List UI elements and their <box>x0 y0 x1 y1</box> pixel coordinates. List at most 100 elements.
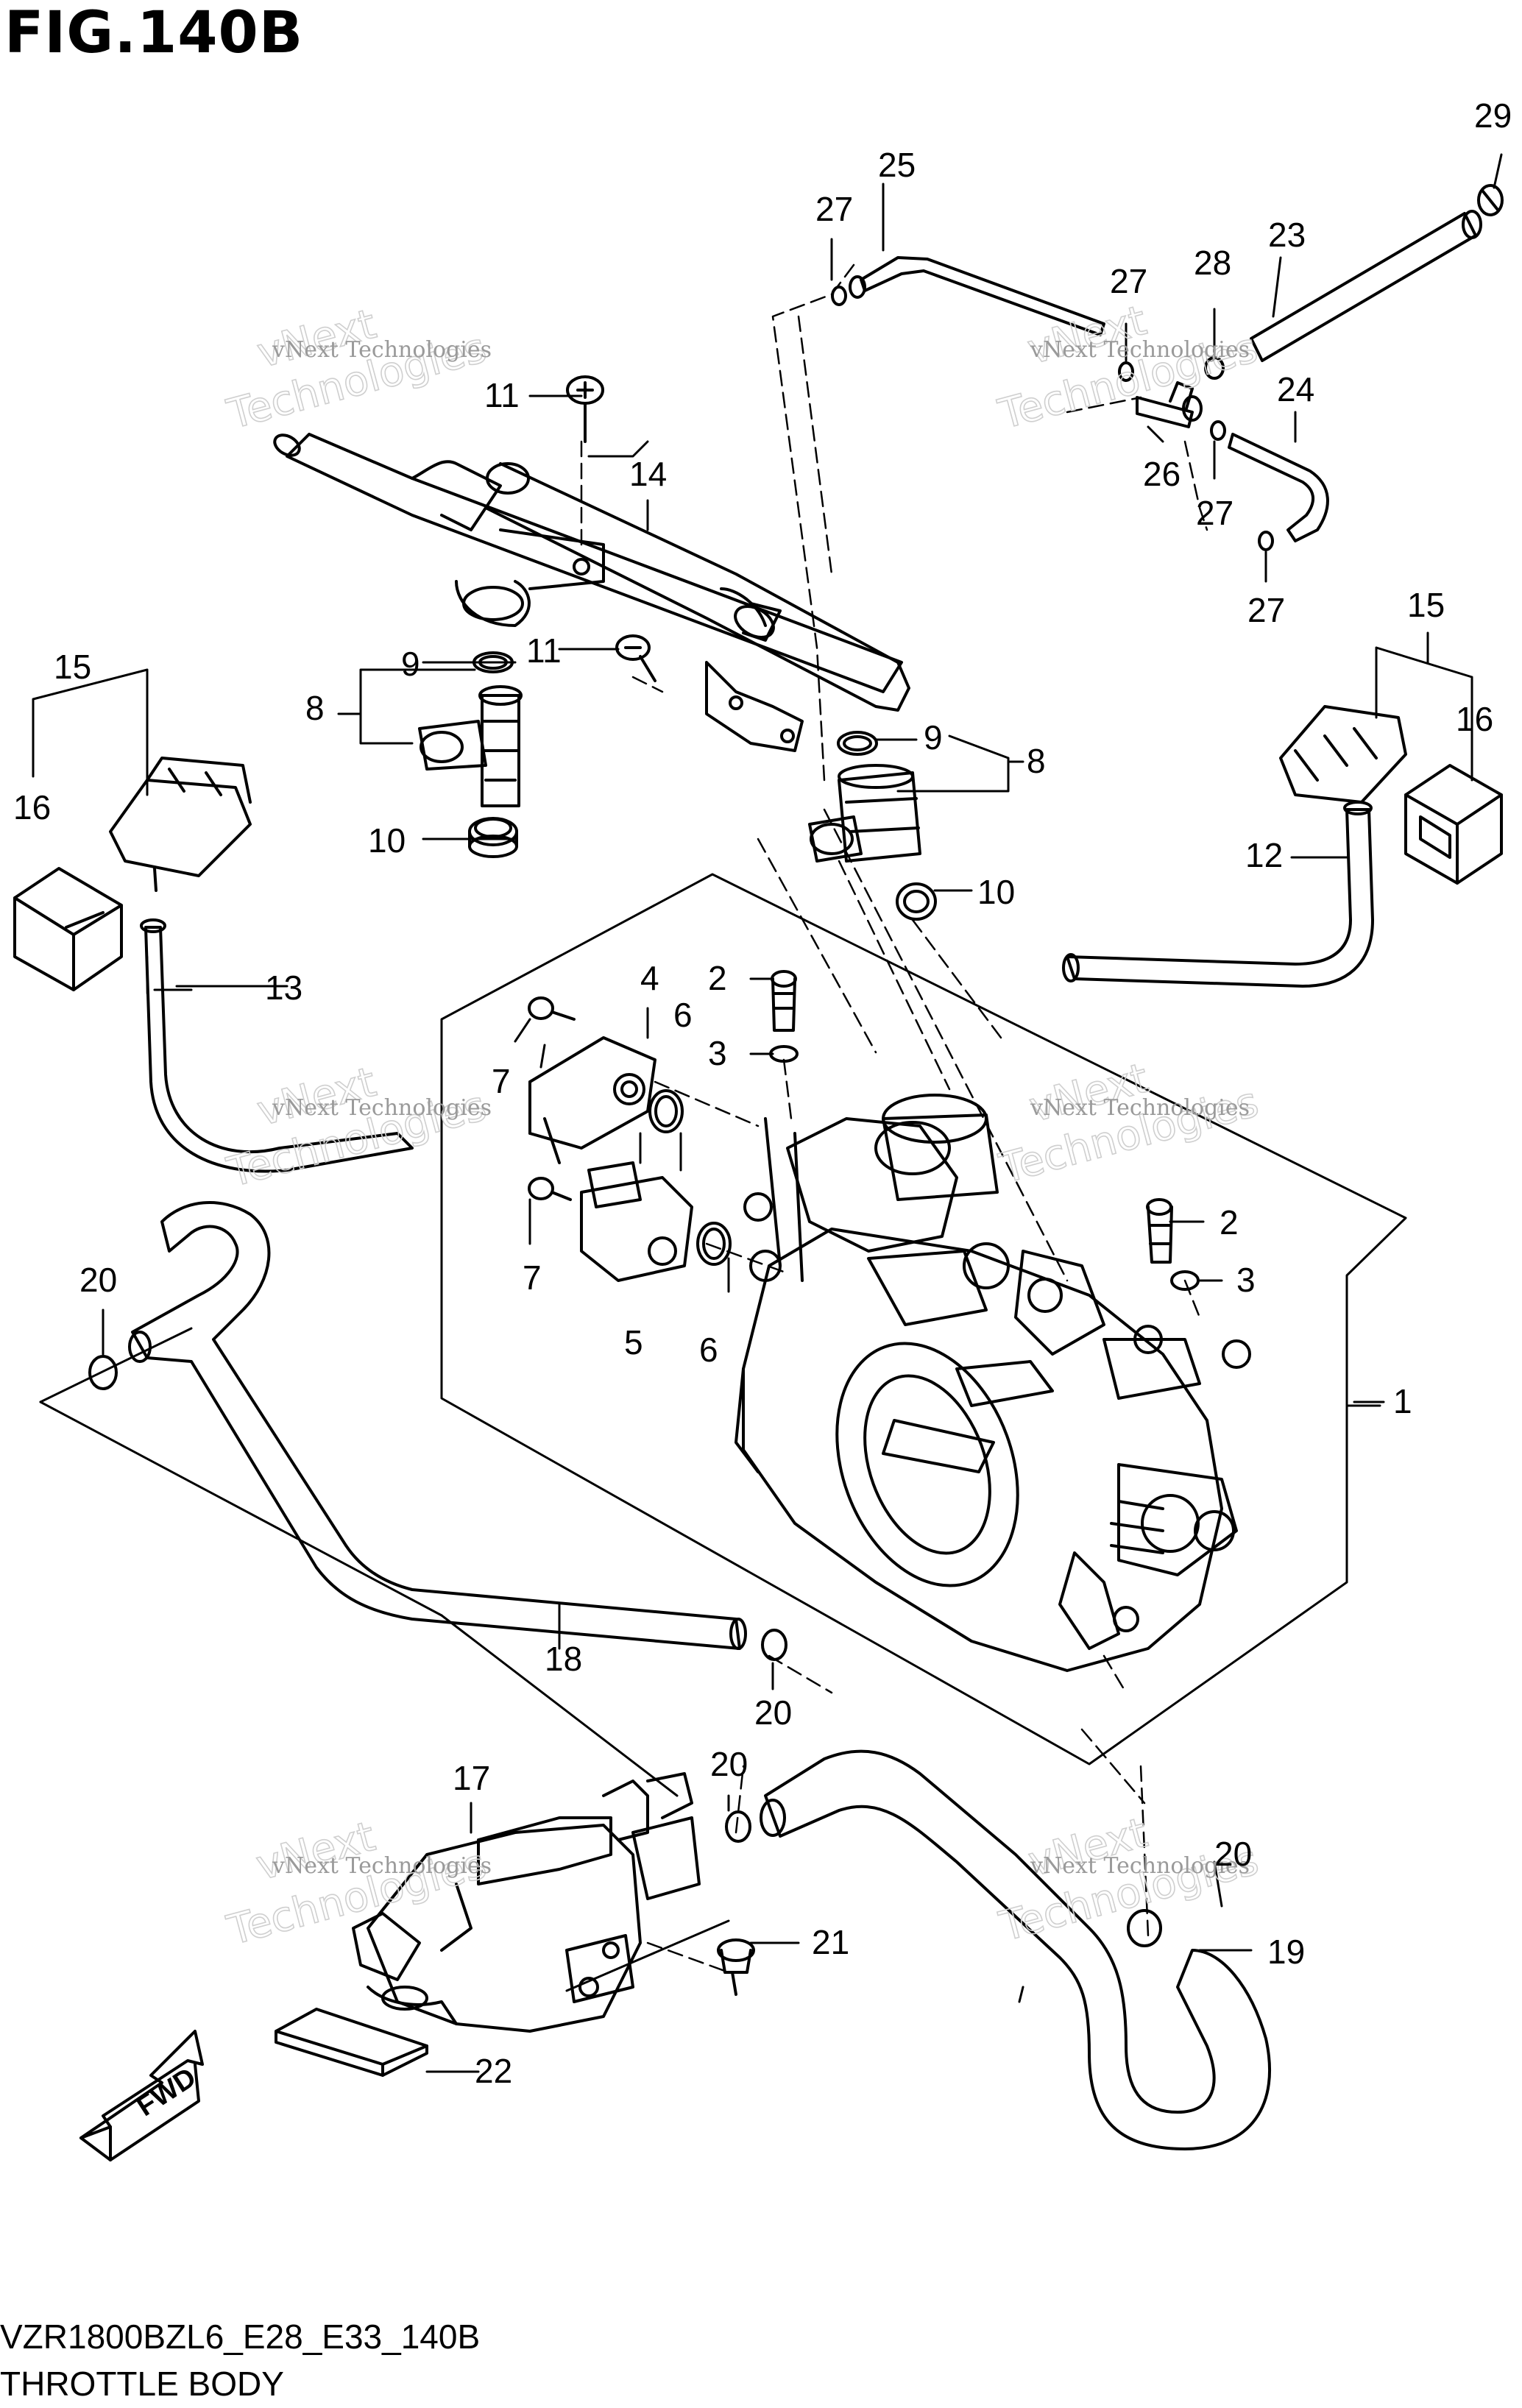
callout-27-d[interactable]: 27 <box>1247 591 1285 629</box>
screw-21[interactable] <box>717 1938 755 1996</box>
screw-11-top[interactable] <box>566 375 604 443</box>
callout-25[interactable]: 25 <box>878 146 916 184</box>
sensor-15-left[interactable] <box>109 757 252 892</box>
callout-5[interactable]: 5 <box>624 1323 643 1361</box>
valve-17-part[interactable] <box>352 1772 701 2033</box>
callout-8-right[interactable]: 8 <box>1027 742 1046 780</box>
clamp-20-a[interactable] <box>88 1355 118 1390</box>
model-code: VZR1800BZL6_E28_E33_140B <box>0 2317 481 2356</box>
callout-27-b[interactable]: 27 <box>1110 262 1147 300</box>
hose-12[interactable] <box>1062 801 1374 988</box>
callout-9-left[interactable]: 9 <box>401 645 420 683</box>
oring-6-upper[interactable] <box>648 1089 684 1133</box>
callout-29[interactable]: 29 <box>1474 96 1512 135</box>
callout-15-right[interactable]: 15 <box>1407 586 1445 624</box>
tee-26[interactable] <box>1136 381 1203 428</box>
hose-18[interactable] <box>128 1201 747 1650</box>
watermark-small-4: vNext Technologies <box>1030 1095 1250 1121</box>
watermark-small-1: vNext Technologies <box>272 337 492 363</box>
cap-16-right[interactable] <box>1404 764 1503 885</box>
fwd-label: FWD <box>131 2062 201 2122</box>
callout-20-a[interactable]: 20 <box>79 1261 117 1299</box>
callout-1[interactable]: 1 <box>1393 1382 1412 1420</box>
oring-6-lower[interactable] <box>696 1222 732 1266</box>
clamp-20-b[interactable] <box>761 1629 787 1661</box>
fwd-arrow-icon <box>79 2030 204 2161</box>
hose-13[interactable] <box>140 918 414 1173</box>
section-name: THROTTLE BODY <box>0 2365 284 2403</box>
callout-11-mid[interactable]: 11 <box>526 631 562 670</box>
sensor-5-part[interactable] <box>580 1161 693 1282</box>
sensor-15-right[interactable] <box>1279 705 1407 804</box>
clamp-27-b[interactable] <box>1118 361 1134 382</box>
oring-10-left[interactable] <box>468 817 518 858</box>
callout-21[interactable]: 21 <box>812 1923 849 1961</box>
callout-17[interactable]: 17 <box>453 1759 490 1797</box>
clamp-29[interactable] <box>1477 184 1504 216</box>
screw-7-lower[interactable] <box>528 1177 572 1201</box>
injector-right[interactable] <box>808 764 921 863</box>
clamp-27-a[interactable] <box>831 286 847 306</box>
callout-9-right[interactable]: 9 <box>924 718 943 757</box>
callout-6-lower[interactable]: 6 <box>699 1331 718 1369</box>
bolt-2-upper[interactable] <box>771 970 797 1032</box>
callout-2-upper[interactable]: 2 <box>708 959 727 997</box>
callout-24[interactable]: 24 <box>1277 370 1314 408</box>
clamp-27-c[interactable] <box>1210 420 1226 441</box>
callout-10-left[interactable]: 10 <box>368 821 406 860</box>
pad-22[interactable] <box>275 2008 428 2077</box>
callout-23[interactable]: 23 <box>1268 216 1306 254</box>
callout-12[interactable]: 12 <box>1245 836 1283 874</box>
callout-20-c[interactable]: 20 <box>710 1745 748 1783</box>
callout-20-b[interactable]: 20 <box>754 1693 792 1732</box>
cap-16-left[interactable] <box>13 867 123 991</box>
callout-13[interactable]: 13 <box>265 968 302 1007</box>
injector-left[interactable] <box>418 685 523 807</box>
screw-11-mid[interactable] <box>615 634 656 682</box>
callout-27-a[interactable]: 27 <box>815 190 853 228</box>
callout-19[interactable]: 19 <box>1267 1933 1305 1971</box>
leader-lines <box>32 153 1503 2073</box>
bolt-2-right[interactable] <box>1146 1198 1173 1264</box>
washer-3-right[interactable] <box>1170 1270 1200 1291</box>
callout-22[interactable]: 22 <box>475 2052 512 2090</box>
callout-28[interactable]: 28 <box>1194 244 1231 282</box>
callout-11-top[interactable]: 11 <box>484 376 520 414</box>
callout-3-upper[interactable]: 3 <box>708 1034 727 1072</box>
callout-18[interactable]: 18 <box>545 1640 582 1678</box>
callout-10-right[interactable]: 10 <box>977 873 1015 911</box>
callout-2-right[interactable]: 2 <box>1220 1203 1239 1242</box>
callout-27-c[interactable]: 27 <box>1196 494 1233 532</box>
callout-16-right[interactable]: 16 <box>1456 700 1493 738</box>
hose-23[interactable] <box>1250 210 1482 362</box>
callout-8-left[interactable]: 8 <box>305 689 325 727</box>
callout-20-d[interactable]: 20 <box>1214 1835 1252 1873</box>
callout-6-upper[interactable]: 6 <box>673 996 693 1034</box>
callout-7-upper[interactable]: 7 <box>492 1062 511 1100</box>
oring-10-right[interactable] <box>896 882 937 921</box>
clamp-27-d[interactable] <box>1258 531 1274 551</box>
callout-4[interactable]: 4 <box>640 959 659 997</box>
watermark-small-6: vNext Technologies <box>1030 1853 1250 1879</box>
callout-26[interactable]: 26 <box>1143 455 1181 493</box>
lower-region-outline <box>39 1327 1024 2003</box>
watermark-small-3: vNext Technologies <box>272 1095 492 1121</box>
hose-19[interactable] <box>760 1749 1271 2150</box>
sensor-4-part[interactable] <box>528 1036 656 1164</box>
callout-16-left[interactable]: 16 <box>13 788 51 826</box>
clamp-28[interactable] <box>1204 356 1225 380</box>
screw-7-upper[interactable] <box>528 996 576 1021</box>
callout-7-lower[interactable]: 7 <box>523 1258 542 1297</box>
callout-15-left[interactable]: 15 <box>54 648 91 686</box>
hose-24[interactable] <box>1228 433 1329 542</box>
hose-25[interactable] <box>849 256 1105 336</box>
fuel-rail-part[interactable] <box>271 431 910 752</box>
callout-14[interactable]: 14 <box>629 455 667 493</box>
watermark-small-2: vNext Technologies <box>1030 337 1250 363</box>
callout-3-right[interactable]: 3 <box>1236 1261 1256 1299</box>
clamp-20-d[interactable] <box>1127 1909 1162 1947</box>
clamp-20-c[interactable] <box>725 1810 751 1843</box>
oring-9-right[interactable] <box>837 731 878 756</box>
throttle-body-part[interactable] <box>735 1094 1251 1672</box>
